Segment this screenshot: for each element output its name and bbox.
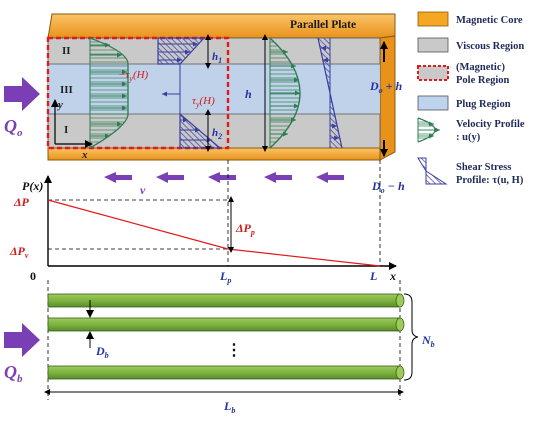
tau-label: τy(H) — [192, 95, 215, 109]
top-gap-label: Do + h — [369, 79, 403, 95]
region-II-label: II — [62, 45, 71, 57]
neg-tau-label: −τy(H) — [118, 69, 149, 83]
legend-magnetic-core: Magnetic Core — [417, 11, 523, 27]
legend-shear: Shear Stress Profile: τ(u, H) — [417, 157, 524, 186]
velocity-profile-viscous — [269, 37, 301, 149]
svg-text:Plug Region: Plug Region — [456, 99, 511, 110]
bottom-plate — [47, 147, 381, 161]
tube-bundle: Db ⋮ Nb Lb Qb — [4, 280, 435, 415]
nb-label: Nb — [421, 333, 435, 349]
svg-text:Shear Stress: Shear Stress — [456, 162, 511, 173]
p-axis-label: P(x) — [22, 179, 43, 193]
svg-text:Magnetic Core: Magnetic Core — [456, 15, 523, 26]
inlet-flow-arrow — [4, 77, 40, 111]
ellipsis: ⋮ — [226, 342, 242, 359]
svg-text:(Magnetic): (Magnetic) — [456, 62, 505, 73]
inlet-flow-label: Qo — [4, 116, 23, 139]
plate-label: Parallel Plate — [290, 19, 356, 31]
shear-profile-viscous — [317, 37, 343, 149]
lb-label: Lb — [223, 399, 235, 415]
delta-p-label: ΔP — [13, 195, 30, 209]
svg-text:Viscous Region: Viscous Region — [456, 41, 524, 52]
bundle-flow-arrow — [4, 323, 40, 357]
h2-label: h2 — [212, 127, 222, 141]
plot-x-axis-label: x — [389, 269, 396, 283]
delta-pv-label: ΔPv — [9, 244, 29, 260]
bundle-flow-label: Qb — [4, 362, 23, 385]
x-axis-label: x — [81, 149, 88, 161]
tube-3 — [47, 365, 405, 380]
db-label: Db — [95, 344, 109, 360]
h1-label: h1 — [212, 51, 222, 65]
svg-text:: u(y): : u(y) — [456, 132, 481, 143]
tube-2 — [47, 317, 405, 332]
lp-label: Lp — [219, 269, 231, 285]
region-I-label: I — [64, 124, 68, 136]
channel: Parallel Plate II III I — [4, 13, 405, 195]
svg-text:Pole Region: Pole Region — [456, 75, 510, 86]
velocity-label: v — [140, 183, 146, 197]
legend-plug: Plug Region — [417, 95, 511, 111]
tube-1 — [47, 293, 405, 308]
l-label: L — [369, 269, 377, 283]
svg-text:Velocity Profile: Velocity Profile — [456, 119, 525, 130]
legend-velocity: Velocity Profile : u(y) — [417, 117, 525, 143]
pole-region — [46, 36, 230, 150]
legend: Magnetic Core Viscous Region (Magnetic) … — [417, 11, 525, 186]
y-axis-label: y — [56, 99, 63, 111]
delta-pp-label: ΔPp — [235, 221, 255, 237]
pressure-curve — [47, 199, 381, 267]
region-III-label: III — [60, 84, 73, 96]
legend-pole: (Magnetic) Pole Region — [417, 62, 510, 86]
velocity-profile-pole — [89, 37, 129, 149]
h-label: h — [245, 87, 252, 101]
legend-viscous: Viscous Region — [417, 37, 524, 53]
svg-text:Profile: τ(u, H): Profile: τ(u, H) — [456, 175, 524, 186]
nb-brace — [403, 293, 419, 381]
bottom-gap-label: Do − h — [371, 179, 405, 195]
origin-label: 0 — [30, 269, 36, 283]
pressure-plot: P(x) x ΔPp ΔP ΔPv 0 Lp L — [9, 160, 397, 285]
velocity-direction-row: v — [104, 172, 344, 197]
